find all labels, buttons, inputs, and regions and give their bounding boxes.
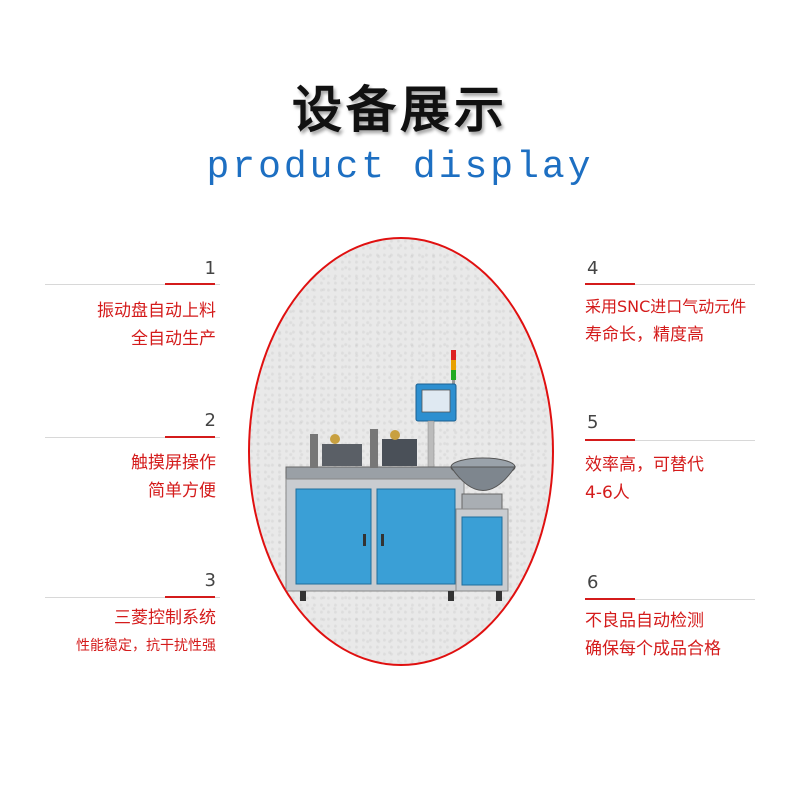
page-title: 设备展示 <box>292 80 508 139</box>
gantry-left <box>310 434 318 468</box>
accent-bar <box>585 439 635 441</box>
feature-number: 1 <box>204 258 216 279</box>
divider <box>585 284 755 285</box>
touch-screen-arm <box>427 420 435 474</box>
accent-bar <box>585 598 635 600</box>
accent-bar <box>165 596 215 598</box>
feature-line2: 简单方便 <box>148 481 216 501</box>
feature-number: 6 <box>587 572 599 593</box>
divider <box>45 597 220 598</box>
feature-4: 4 采用SNC进口气动元件 寿命长，精度高 <box>585 258 755 358</box>
feature-line2: 4-6人 <box>585 483 630 503</box>
feature-1: 1 振动盘自动上料 全自动生产 <box>45 258 220 358</box>
foot-2 <box>448 591 454 601</box>
feature-line1: 不良品自动检测 <box>585 611 704 631</box>
feature-line1: 效率高，可替代 <box>585 455 704 475</box>
divider <box>45 284 220 285</box>
page-subtitle: product display <box>206 146 594 189</box>
feature-2: 2 触摸屏操作 简单方便 <box>45 410 220 510</box>
feature-number: 5 <box>587 412 599 433</box>
feature-line2: 确保每个成品合格 <box>585 639 721 659</box>
touch-screen-display <box>421 389 451 413</box>
vibrating-bowl-body <box>450 466 516 491</box>
cabinet-door-right <box>376 488 456 585</box>
signal-tower-green <box>451 370 456 380</box>
foot-1 <box>300 591 306 601</box>
divider <box>585 599 755 600</box>
divider <box>585 440 755 441</box>
door-handle-right <box>381 534 384 546</box>
accent-bar <box>585 283 635 285</box>
product-photo-frame <box>248 237 554 666</box>
divider <box>45 437 220 438</box>
accent-bar <box>165 436 215 438</box>
gantry-mid <box>370 429 378 468</box>
feature-3: 3 三菱控制系统 性能稳定，抗干扰性强 <box>45 570 220 670</box>
feature-number: 2 <box>204 410 216 431</box>
machine-illustration <box>285 350 516 601</box>
mechanism-block-2 <box>382 439 417 466</box>
feature-number: 4 <box>587 258 599 279</box>
feature-line1: 三菱控制系统 <box>114 608 216 628</box>
feature-5: 5 效率高，可替代 4-6人 <box>585 412 755 512</box>
feature-line2: 全自动生产 <box>131 329 216 349</box>
feature-number: 3 <box>204 570 216 591</box>
cylinder-1 <box>330 434 340 444</box>
door-handle-left <box>363 534 366 546</box>
side-cabinet-door <box>461 516 503 586</box>
cabinet-door-left <box>295 488 372 585</box>
mechanism-block-1 <box>322 444 362 466</box>
cylinder-2 <box>390 430 400 440</box>
foot-3 <box>496 591 502 601</box>
signal-tower-red <box>451 350 456 360</box>
signal-tower-amber <box>451 360 456 370</box>
feature-line1: 采用SNC进口气动元件 <box>585 297 747 316</box>
feature-6: 6 不良品自动检测 确保每个成品合格 <box>585 572 755 672</box>
feature-line2: 寿命长，精度高 <box>585 325 704 345</box>
feature-line2: 性能稳定，抗干扰性强 <box>76 638 216 654</box>
feature-line1: 触摸屏操作 <box>131 453 216 473</box>
accent-bar <box>165 283 215 285</box>
feature-line1: 振动盘自动上料 <box>97 301 216 321</box>
